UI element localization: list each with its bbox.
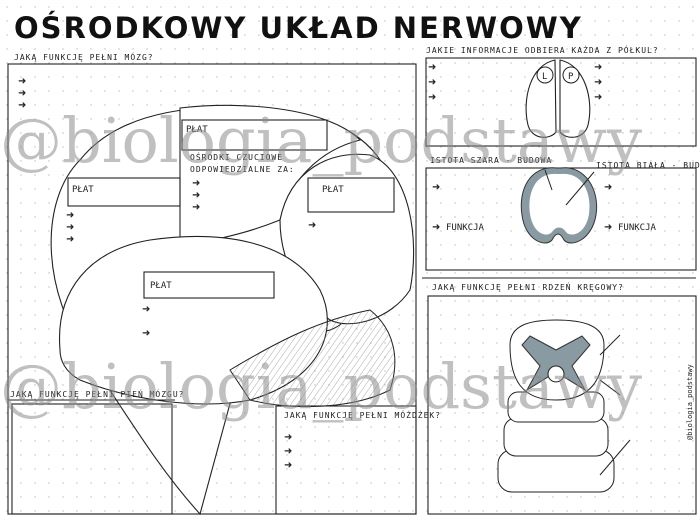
spinal-cord-question: JAKĄ FUNKCJĘ PEŁNI RDZEŃ KRĘGOWY? xyxy=(432,281,624,292)
white-matter-label: ISTOTA BIAŁA - BUDOWA xyxy=(596,161,700,170)
arrow-icon: ➜ xyxy=(284,460,292,471)
arrow-icon: ➜ xyxy=(142,328,150,339)
watermark: @biologia_podstawy xyxy=(0,104,642,177)
arrow-icon: ➜ xyxy=(192,202,200,213)
brain-section-drawing xyxy=(520,167,598,244)
hemispheres-answer-box[interactable] xyxy=(425,57,697,147)
cerebellum-answer-box[interactable] xyxy=(275,405,417,515)
sensory-centers-line2: ODPOWIEDZIALNE ZA: xyxy=(190,165,295,174)
lobe-label: PŁAT xyxy=(186,125,208,135)
arrow-icon: ➜ xyxy=(594,77,602,88)
hemispheres-drawing xyxy=(525,59,591,138)
parietal-lobe-box[interactable] xyxy=(181,119,328,151)
temporal-lobe-box[interactable] xyxy=(143,271,275,299)
grey-matter-label: ISTOTA SZARA - BUDOWA xyxy=(430,156,552,165)
arrow-icon: ➜ xyxy=(604,182,612,193)
lobe-label: PŁAT xyxy=(322,185,344,195)
brainstem-answer-box[interactable] xyxy=(11,403,173,515)
frontal-lobe-box[interactable] xyxy=(67,177,181,207)
lobe-label: PŁAT xyxy=(150,281,172,291)
arrow-icon: ➜ xyxy=(428,77,436,88)
function-left-label: FUNKCJA xyxy=(446,223,485,233)
brainstem-question: JAKĄ FUNKCJĘ PEŁNI PIEŃ MÓZGU? xyxy=(10,388,185,399)
arrow-icon: ➜ xyxy=(66,222,74,233)
arrow-icon: ➜ xyxy=(428,92,436,103)
left-hemisphere-label: L xyxy=(542,72,547,82)
spinal-cord-drawing xyxy=(497,319,631,493)
arrow-icon: ➜ xyxy=(192,178,200,189)
arrow-icon: ➜ xyxy=(284,432,292,443)
lobe-label: PŁAT xyxy=(72,185,94,195)
arrow-icon: ➜ xyxy=(432,182,440,193)
arrow-icon: ➜ xyxy=(66,234,74,245)
arrow-icon: ➜ xyxy=(18,100,26,111)
arrow-icon: ➜ xyxy=(428,62,436,73)
arrow-icon: ➜ xyxy=(432,222,440,233)
arrow-icon: ➜ xyxy=(604,222,612,233)
brain-question: JAKĄ FUNKCJĘ PEŁNI MÓZG? xyxy=(14,51,154,62)
spinal-cord-answer-box[interactable] xyxy=(427,295,697,515)
right-hemisphere-label: P xyxy=(568,72,574,82)
hemispheres-question: JAKIE INFORMACJE ODBIERA KAŻDA Z PÓŁKUL? xyxy=(426,44,659,55)
arrow-icon: ➜ xyxy=(192,190,200,201)
function-right-label: FUNKCJA xyxy=(618,223,657,233)
page-title: OŚRODKOWY UKŁAD NERWOWY xyxy=(14,11,583,45)
watermark: @biologia_podstawy xyxy=(0,350,642,423)
arrow-icon: ➜ xyxy=(142,304,150,315)
side-signature: @biologia_podstawy xyxy=(686,364,694,440)
arrow-icon: ➜ xyxy=(594,62,602,73)
arrow-icon: ➜ xyxy=(594,92,602,103)
brain-answer-box[interactable] xyxy=(7,63,417,515)
arrow-icon: ➜ xyxy=(18,88,26,99)
arrow-icon: ➜ xyxy=(308,220,316,231)
cerebellum-question: JAKĄ FUNKCJĘ PEŁNI MÓŻDŻEK? xyxy=(284,409,441,420)
brain-drawing xyxy=(50,104,415,516)
arrow-icon: ➜ xyxy=(284,446,292,457)
arrow-icon: ➜ xyxy=(66,210,74,221)
occipital-lobe-box[interactable] xyxy=(307,177,395,213)
sensory-centers-line1: OŚRODKI CZUCIOWE xyxy=(190,151,283,162)
arrow-icon: ➜ xyxy=(18,76,26,87)
